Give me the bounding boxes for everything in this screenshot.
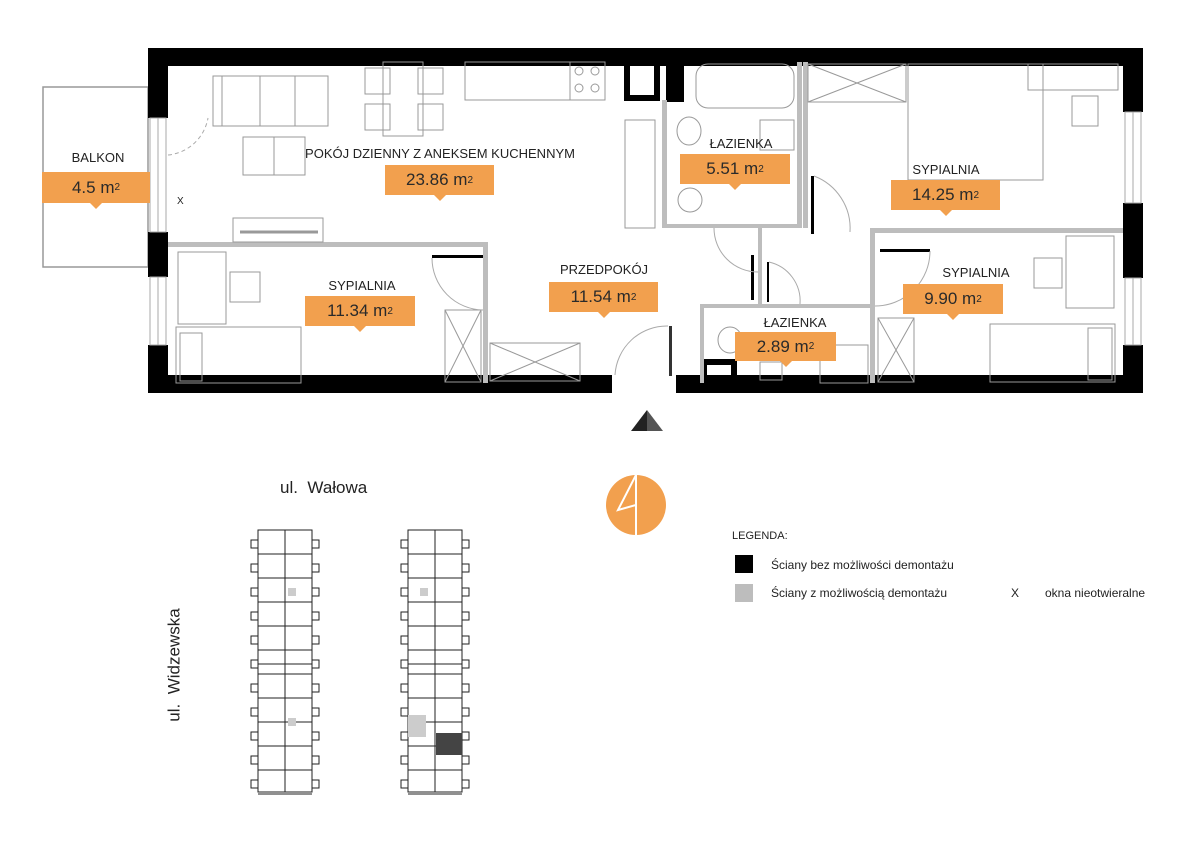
- site-balcony-mark: [311, 539, 320, 549]
- site-balcony-mark: [461, 587, 470, 597]
- site-balcony-mark: [250, 707, 259, 717]
- room-name: ŁAZIENKA: [763, 315, 827, 330]
- fixed-window-mark: X: [177, 196, 184, 207]
- site-balcony-mark: [461, 683, 470, 693]
- legend-swatch-black: [735, 555, 753, 573]
- compass-icon: [606, 474, 666, 535]
- site-balcony-mark: [311, 683, 320, 693]
- site-balcony-mark: [250, 659, 259, 669]
- street-label-west: ul. Widzewska: [164, 608, 184, 722]
- street-label-north: ul. Wałowa: [280, 478, 368, 497]
- entrance-door[interactable]: [669, 326, 672, 376]
- site-balcony-mark: [461, 659, 470, 669]
- site-balcony-mark: [250, 611, 259, 621]
- site-balcony-mark: [311, 731, 320, 741]
- room-name: PRZEDPOKÓJ: [559, 262, 649, 277]
- site-balcony-mark: [400, 659, 409, 669]
- room-name: SYPIALNIA: [912, 162, 980, 177]
- site-balcony-mark: [461, 563, 470, 573]
- room-name: SYPIALNIA: [328, 278, 396, 293]
- site-balcony-mark: [400, 563, 409, 573]
- site-balcony-mark: [250, 635, 259, 645]
- site-balcony-mark: [400, 611, 409, 621]
- site-plan: [250, 529, 470, 795]
- site-balcony-mark: [400, 539, 409, 549]
- site-balcony-mark: [250, 683, 259, 693]
- site-balcony-mark: [400, 779, 409, 789]
- legend-x-mark: X: [1011, 586, 1020, 600]
- site-balcony-mark: [461, 539, 470, 549]
- site-balcony-mark: [311, 587, 320, 597]
- site-balcony-mark: [311, 563, 320, 573]
- legend-label: okna nieotwieralne: [1045, 586, 1146, 600]
- load-bearing-walls: [148, 48, 1143, 393]
- site-balcony-mark: [400, 635, 409, 645]
- site-balcony-mark: [400, 587, 409, 597]
- room-name: ŁAZIENKA: [709, 136, 773, 151]
- site-balcony-mark: [311, 659, 320, 669]
- site-balcony-mark: [311, 611, 320, 621]
- legend-title: LEGENDA:: [732, 530, 788, 542]
- site-balcony-mark: [311, 779, 320, 789]
- site-balcony-mark: [250, 779, 259, 789]
- room-name: SYPIALNIA: [942, 265, 1010, 280]
- site-balcony-mark: [461, 731, 470, 741]
- site-balcony-mark: [311, 707, 320, 717]
- site-balcony-mark: [400, 731, 409, 741]
- room-name: POKÓJ DZIENNY Z ANEKSEM KUCHENNYM: [305, 146, 575, 161]
- windows: [149, 111, 1142, 346]
- room-name: BALKON: [71, 150, 125, 165]
- entrance-arrow-icon: [631, 410, 663, 431]
- site-balcony-mark: [400, 683, 409, 693]
- site-balcony-mark: [250, 731, 259, 741]
- removable-walls: [168, 62, 1123, 383]
- site-balcony-mark: [311, 635, 320, 645]
- apartment-location-marker: [436, 733, 462, 755]
- legend-label: Ściany bez możliwości demontażu: [771, 558, 954, 572]
- site-balcony-mark: [250, 563, 259, 573]
- site-balcony-mark: [461, 611, 470, 621]
- site-balcony-mark: [311, 755, 320, 765]
- site-balcony-mark: [461, 707, 470, 717]
- furniture: [175, 61, 1119, 384]
- legend-label: Ściany z możliwością demontażu: [771, 586, 948, 600]
- site-balcony-mark: [400, 755, 409, 765]
- legend-swatch-gray: [735, 584, 753, 602]
- site-balcony-mark: [461, 635, 470, 645]
- site-balcony-mark: [250, 755, 259, 765]
- site-balcony-mark: [250, 539, 259, 549]
- site-balcony-mark: [461, 779, 470, 789]
- site-balcony-mark: [461, 755, 470, 765]
- site-balcony-mark: [250, 587, 259, 597]
- site-balcony-mark: [400, 707, 409, 717]
